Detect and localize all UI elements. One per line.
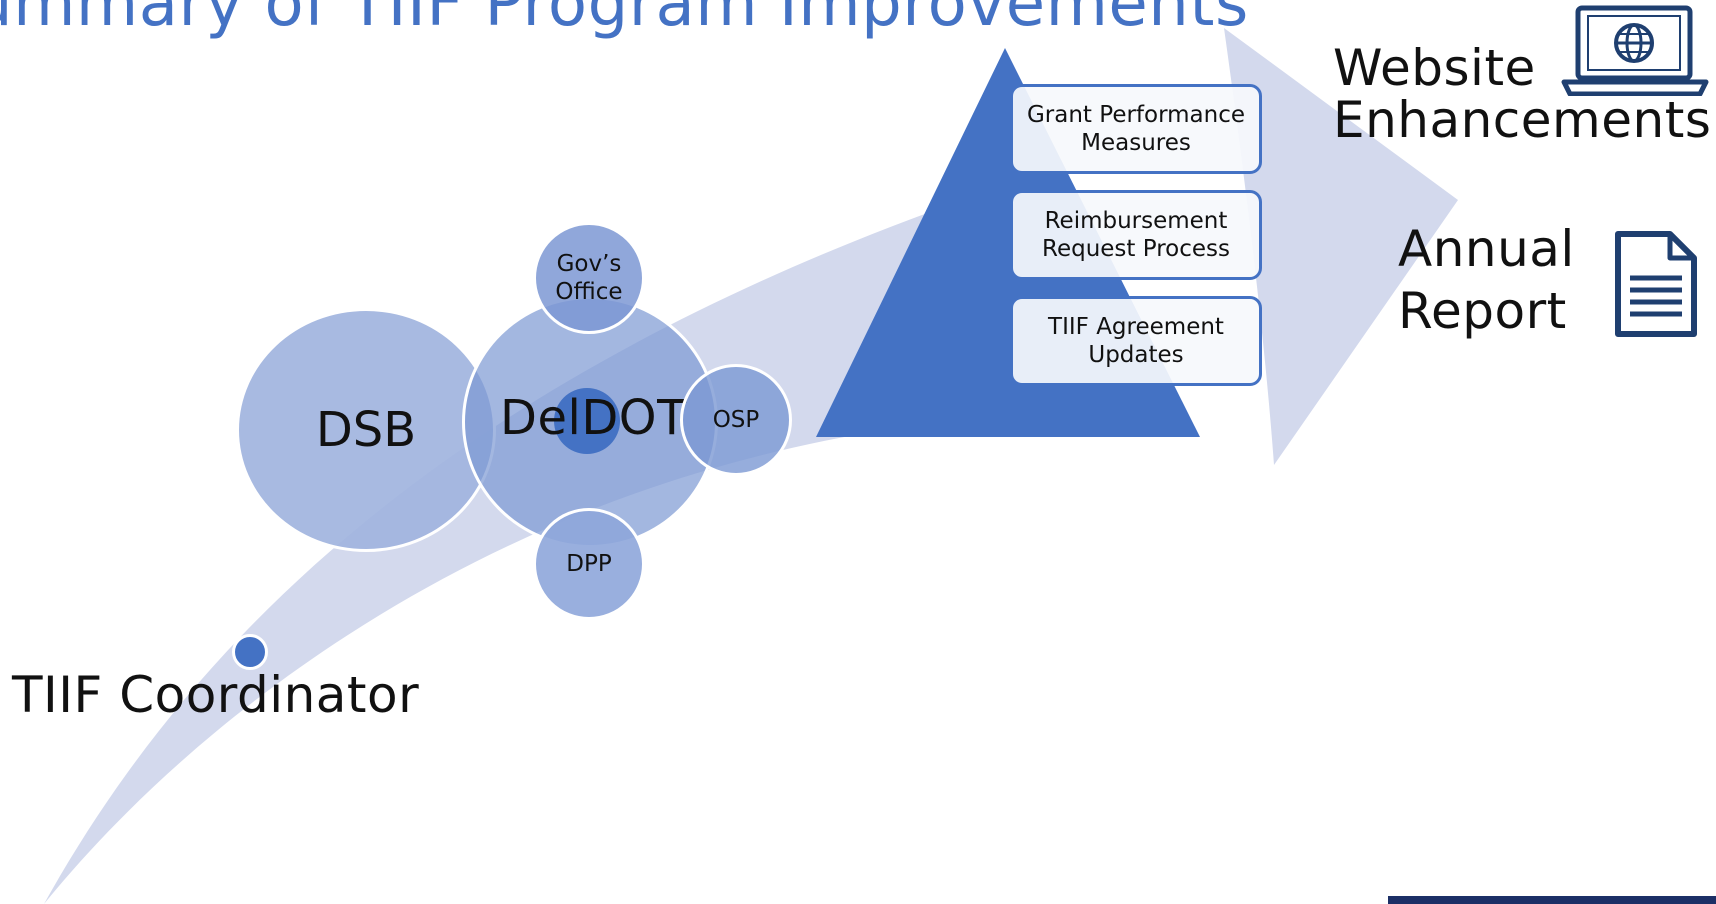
- govs-office-label: Gov’s Office: [555, 251, 623, 305]
- coordinator-dot: [232, 634, 268, 670]
- footer-bar: [1388, 896, 1716, 904]
- pyramid-box-agreement-updates: TIIF Agreement Updates: [1010, 296, 1262, 386]
- pyramid-box-reimbursement: Reimbursement Request Process: [1010, 190, 1262, 280]
- dsb-label: DSB: [315, 402, 417, 458]
- dpp-label: DPP: [566, 551, 612, 577]
- dpp-circle: DPP: [533, 508, 645, 620]
- osp-label: OSP: [712, 407, 760, 433]
- document-icon: [1615, 231, 1697, 337]
- chevron-arrow: [1224, 28, 1458, 465]
- slide-title: ummary of TIIF Program Improvements: [0, 0, 1249, 41]
- dsb-circle: DSB: [236, 308, 496, 552]
- pyramid-box-grant-performance: Grant Performance Measures: [1010, 84, 1262, 174]
- coordinator-label: TIIF Coordinator: [12, 666, 420, 724]
- annual-report-label-line2: Report: [1398, 282, 1567, 340]
- website-label-line1: Website: [1333, 39, 1536, 97]
- annual-report-label-line1: Annual: [1398, 220, 1575, 278]
- govs-office-circle: Gov’s Office: [533, 222, 645, 334]
- deldot-label: DelDOT: [500, 390, 687, 446]
- laptop-globe-icon: [1561, 5, 1709, 96]
- website-label-line2: Enhancements: [1333, 91, 1712, 149]
- deldot-core-dot: [554, 388, 620, 454]
- curved-arrow: [44, 212, 945, 904]
- osp-circle: OSP: [680, 364, 792, 476]
